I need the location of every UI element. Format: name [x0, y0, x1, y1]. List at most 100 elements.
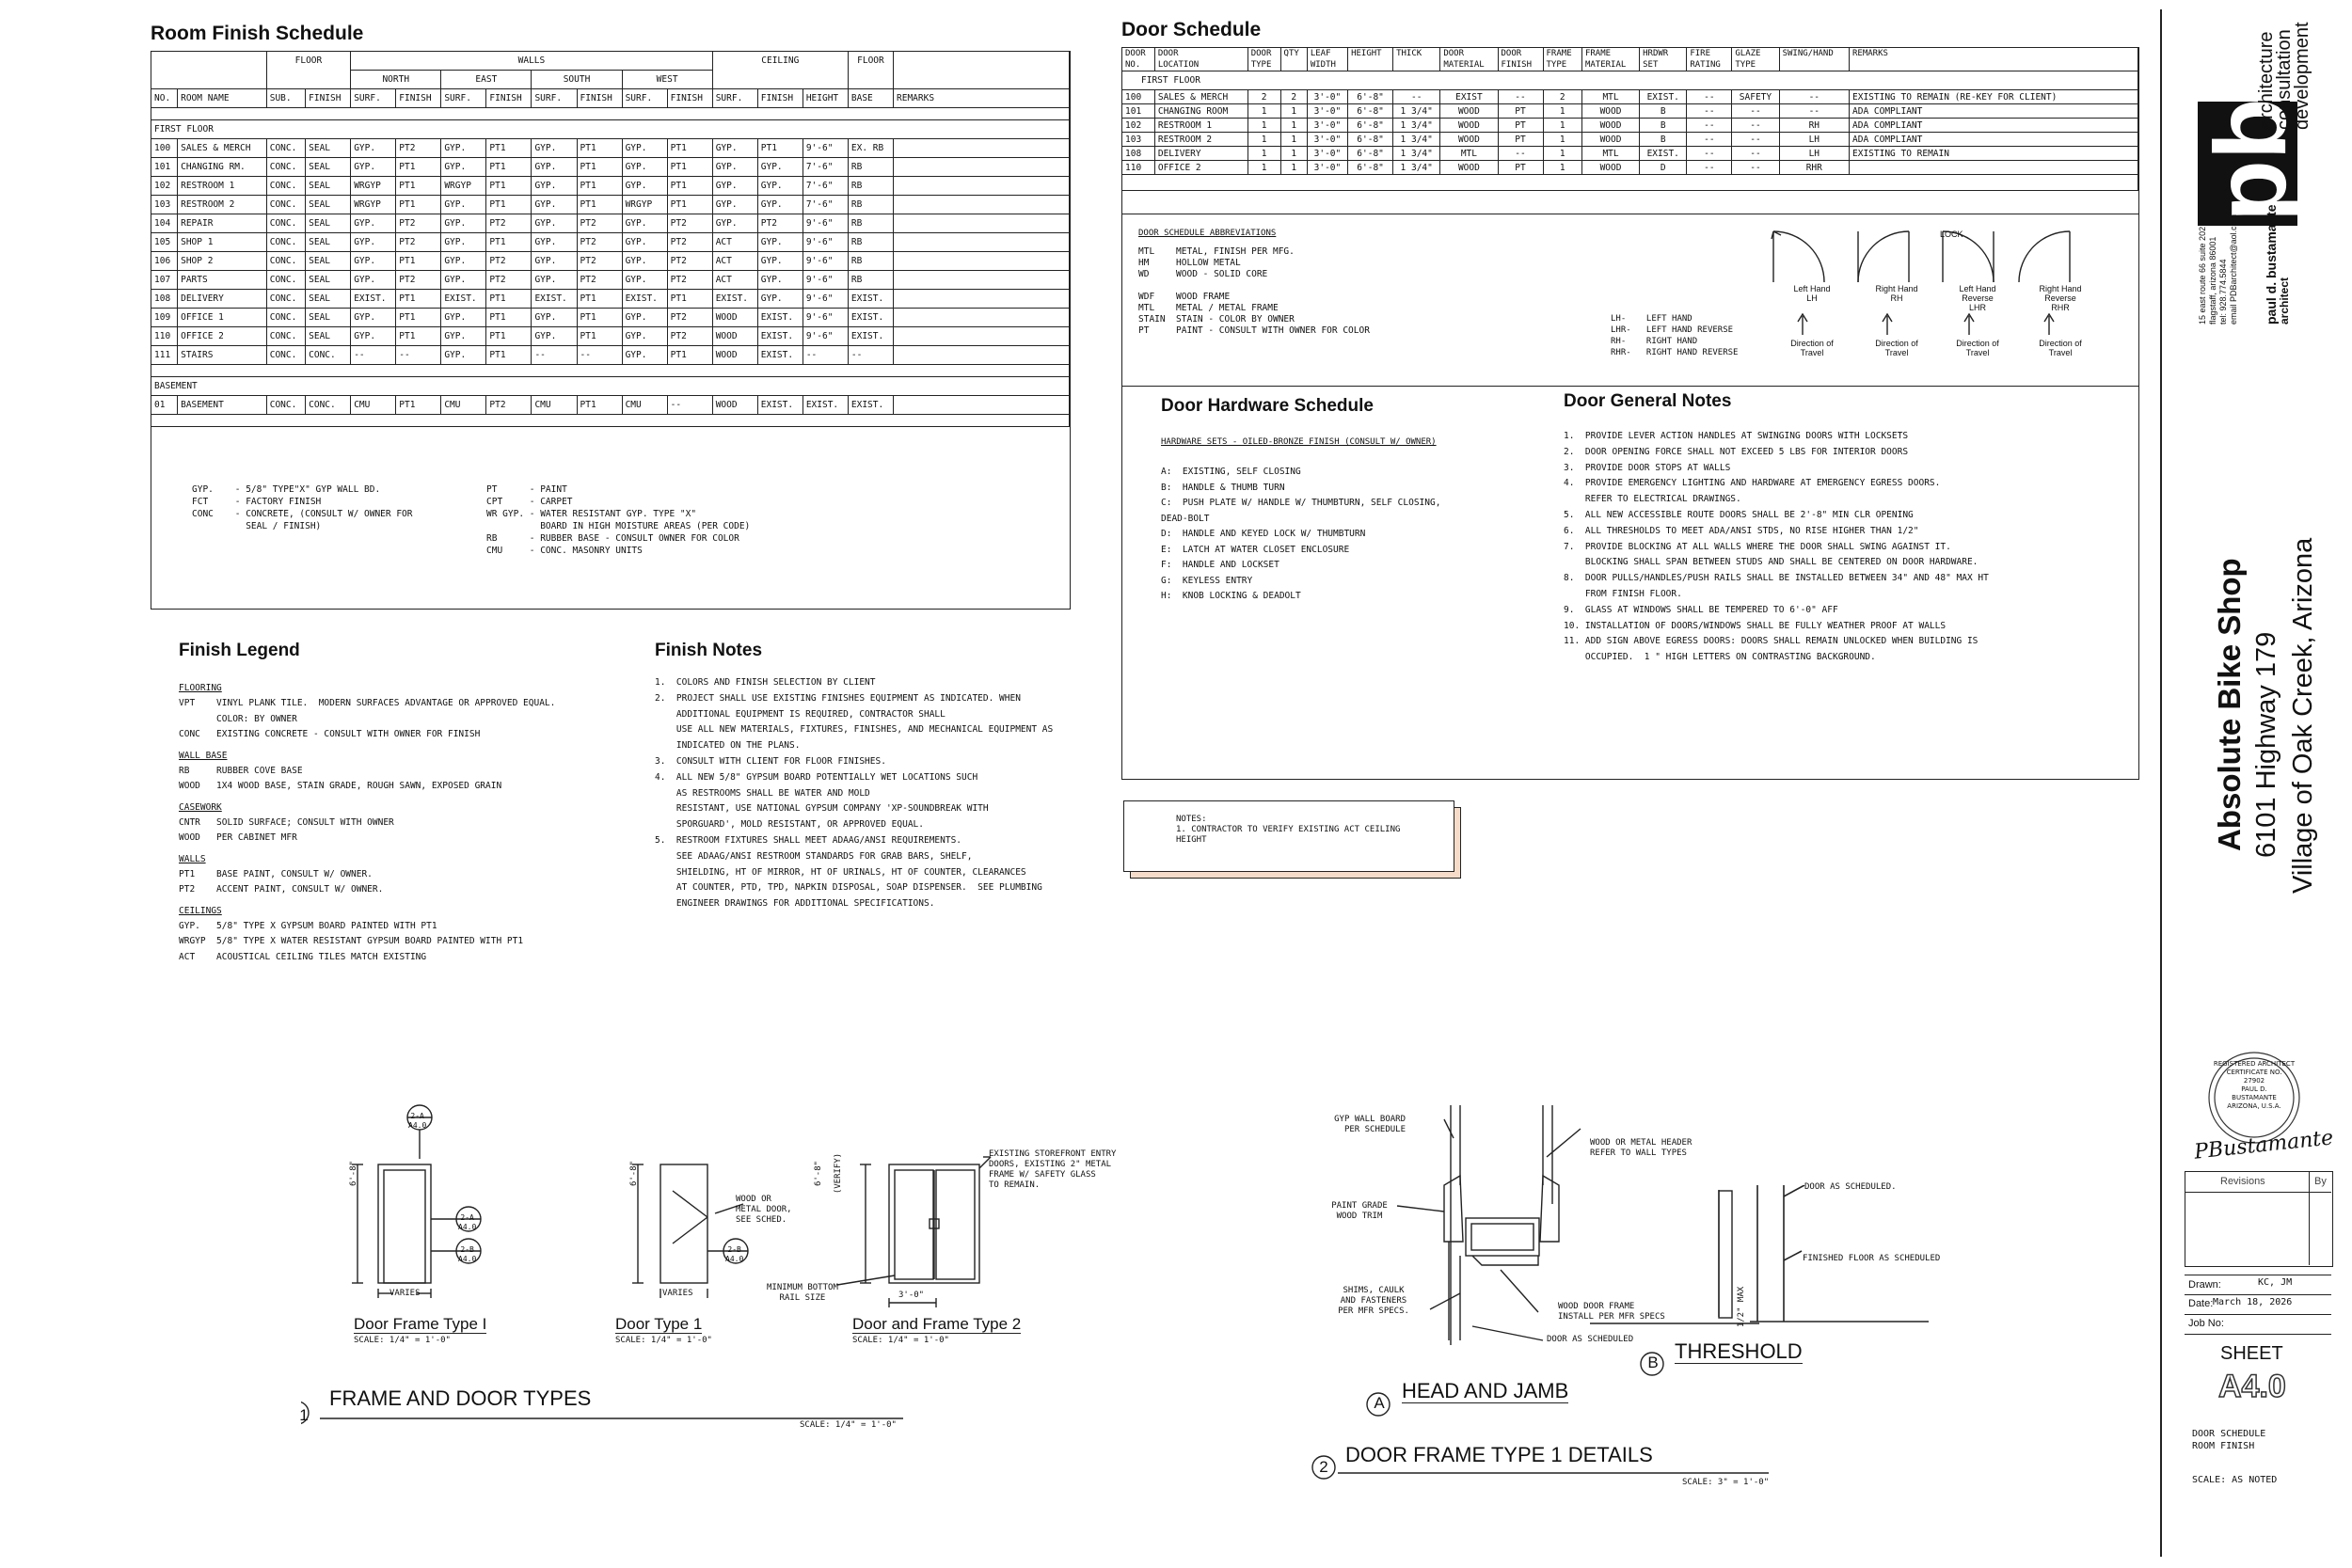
table-cell: MTL: [1581, 146, 1641, 161]
table-cell: 102: [150, 176, 179, 196]
table-cell: CONC.: [265, 308, 307, 327]
table-cell: RB: [847, 270, 895, 290]
table-cell: EXISTING TO REMAIN (RE-KEY FOR CLIENT): [1849, 89, 2138, 104]
table-cell: PT2: [485, 214, 532, 233]
table-cell: 6'-8": [1347, 89, 1394, 104]
table-cell: GYP.: [531, 326, 578, 346]
table-cell: GYP.: [756, 157, 803, 177]
table-cell: --: [1686, 132, 1733, 147]
table-cell: CONC.: [265, 214, 307, 233]
table-cell: GYP.: [756, 232, 803, 252]
dim-30: 3'-0": [898, 1291, 925, 1300]
architect-seal: [2208, 1052, 2300, 1144]
table-cell: CMU: [621, 395, 668, 415]
table-cell: FINISH: [305, 88, 352, 108]
table-cell: CHANGING RM.: [177, 157, 267, 177]
table-cell: PT1: [756, 138, 803, 158]
table-cell: 108: [1121, 146, 1155, 161]
threshold-letter: B: [1647, 1354, 1659, 1371]
table-cell: CMU: [350, 395, 397, 415]
table-cell: DOOR: [1121, 47, 1155, 59]
table-cell: PT1: [485, 157, 532, 177]
table-cell: GYP.: [621, 251, 668, 271]
table-cell: GYP.: [531, 251, 578, 271]
frame-door-types-drawing: [301, 1104, 992, 1425]
table-cell: SAFETY: [1731, 89, 1780, 104]
table-cell: PT2: [576, 214, 623, 233]
table-cell: GYP.: [440, 157, 487, 177]
table-cell: OFFICE 1: [177, 308, 267, 327]
table-cell: BASEMENT: [177, 395, 267, 415]
table-cell: CONC.: [265, 232, 307, 252]
table-cell: PT2: [395, 138, 442, 158]
legend-section-lines: GYP. 5/8" TYPE X GYPSUM BOARD PAINTED WI…: [179, 920, 524, 962]
table-cell: 3'-0": [1306, 132, 1349, 147]
table-cell: 3'-0": [1306, 160, 1349, 175]
table-cell: 1: [1279, 132, 1308, 147]
table-cell: SEAL: [305, 326, 352, 346]
door-hand-diagrams: [1771, 230, 2071, 335]
table-cell: CMU: [440, 395, 487, 415]
table-cell: WIDTH: [1306, 59, 1349, 71]
table-cell: 1: [1279, 118, 1308, 133]
table-cell: 1: [1542, 103, 1582, 119]
rf-basement-label: BASEMENT: [151, 376, 1070, 396]
table-cell: [893, 251, 1070, 271]
rf-first-floor-label: FIRST FLOOR: [151, 119, 1070, 139]
table-cell: ADA COMPLIANT: [1849, 118, 2138, 133]
dft1-details-num: 2: [1319, 1458, 1328, 1476]
table-cell: PT1: [576, 308, 623, 327]
table-cell: WRGYP: [621, 195, 668, 214]
table-cell: EXIST: [1439, 89, 1499, 104]
table-cell: EXIST.: [756, 395, 803, 415]
table-cell: GYP.: [531, 232, 578, 252]
table-cell: SHOP 1: [177, 232, 267, 252]
table-cell: 1: [1542, 160, 1582, 175]
table-cell: 1 3/4": [1392, 146, 1441, 161]
table-cell: DOOR: [1439, 47, 1499, 59]
legend-section-lines: CNTR SOLID SURFACE; CONSULT WITH OWNER W…: [179, 816, 394, 844]
table-cell: [1778, 59, 1851, 71]
table-cell: PT1: [395, 395, 442, 415]
table-cell: 01: [150, 395, 179, 415]
table-cell: PT2: [666, 251, 713, 271]
table-cell: PT1: [485, 326, 532, 346]
table-cell: --: [1731, 160, 1780, 175]
table-cell: GYP.: [440, 195, 487, 214]
table-cell: --: [576, 345, 623, 365]
table-cell: 3'-0": [1306, 103, 1349, 119]
table-cell: PT1: [395, 251, 442, 271]
table-cell: 6'-8": [1347, 103, 1394, 119]
table-cell: DOOR: [1153, 47, 1248, 59]
table-cell: ROOM NAME: [177, 88, 267, 108]
architect-name: paul d. bustamante: [2264, 204, 2279, 325]
threshold-drawing: [1750, 1185, 1929, 1323]
table-cell: DELIVERY: [1153, 146, 1248, 161]
table-cell: PT1: [666, 157, 713, 177]
table-cell: GYP.: [440, 308, 487, 327]
table-cell: EXIST.: [847, 289, 895, 309]
table-cell: RESTROOM 2: [1153, 132, 1248, 147]
table-cell: GYP.: [350, 138, 397, 158]
table-cell: CONC.: [265, 176, 307, 196]
dft2-scale: SCALE: 1/4" = 1'-0": [852, 1336, 949, 1345]
threshold-title: THRESHOLD: [1675, 1339, 1803, 1364]
table-cell: EX. RB: [847, 138, 895, 158]
door-sched-note: DOOR AS SCHEDULED: [1547, 1335, 1634, 1344]
table-cell: 3'-0": [1306, 118, 1349, 133]
table-cell: --: [395, 345, 442, 365]
table-cell: CMU: [531, 395, 578, 415]
dft1-details-scale: SCALE: 3" = 1'-0": [1682, 1478, 1770, 1487]
drawn-label: Drawn:: [2188, 1279, 2221, 1291]
table-cell: EXIST.: [802, 395, 849, 415]
table-cell: WOOD: [1439, 103, 1499, 119]
